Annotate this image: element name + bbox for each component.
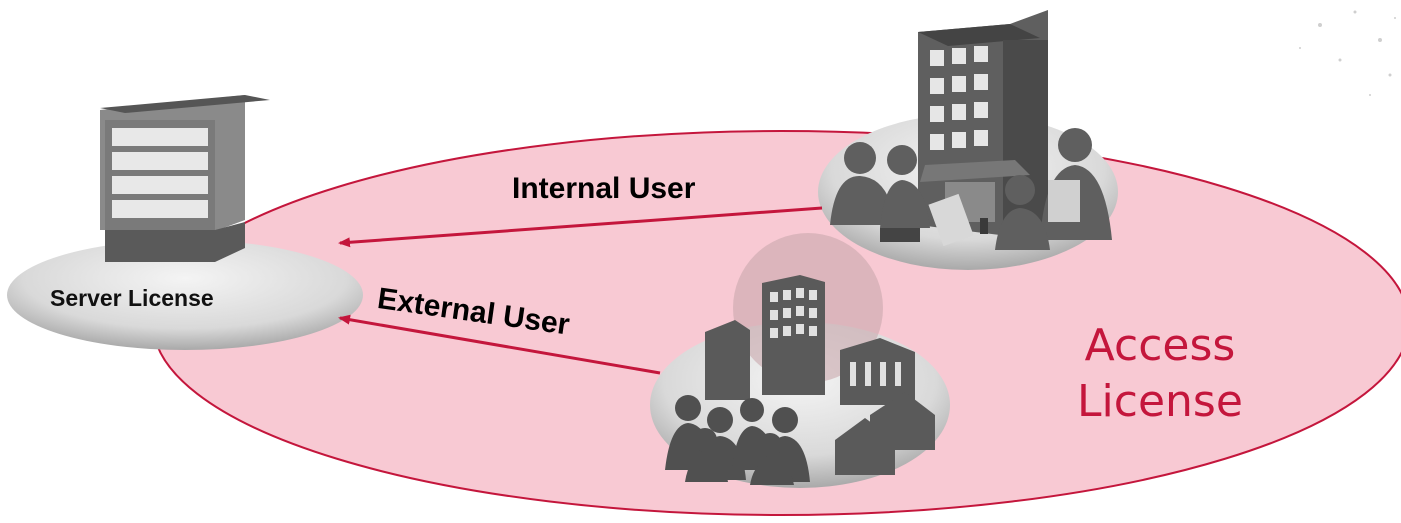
background-texture <box>1299 10 1396 96</box>
access-license-label: Access License <box>1010 318 1310 430</box>
server-license-label: Server License <box>50 285 214 311</box>
external-user-arrow <box>338 314 661 375</box>
internal-user-label: Internal User <box>512 172 696 205</box>
internal-user-arrow <box>338 206 823 248</box>
access-license-line2: License <box>1077 376 1243 427</box>
access-license-line1: Access <box>1084 320 1236 371</box>
server-license-disc <box>7 240 363 350</box>
office-building-people-icon <box>830 10 1112 250</box>
city-globe-crowd-icon <box>665 233 935 485</box>
server-icon <box>100 95 270 262</box>
